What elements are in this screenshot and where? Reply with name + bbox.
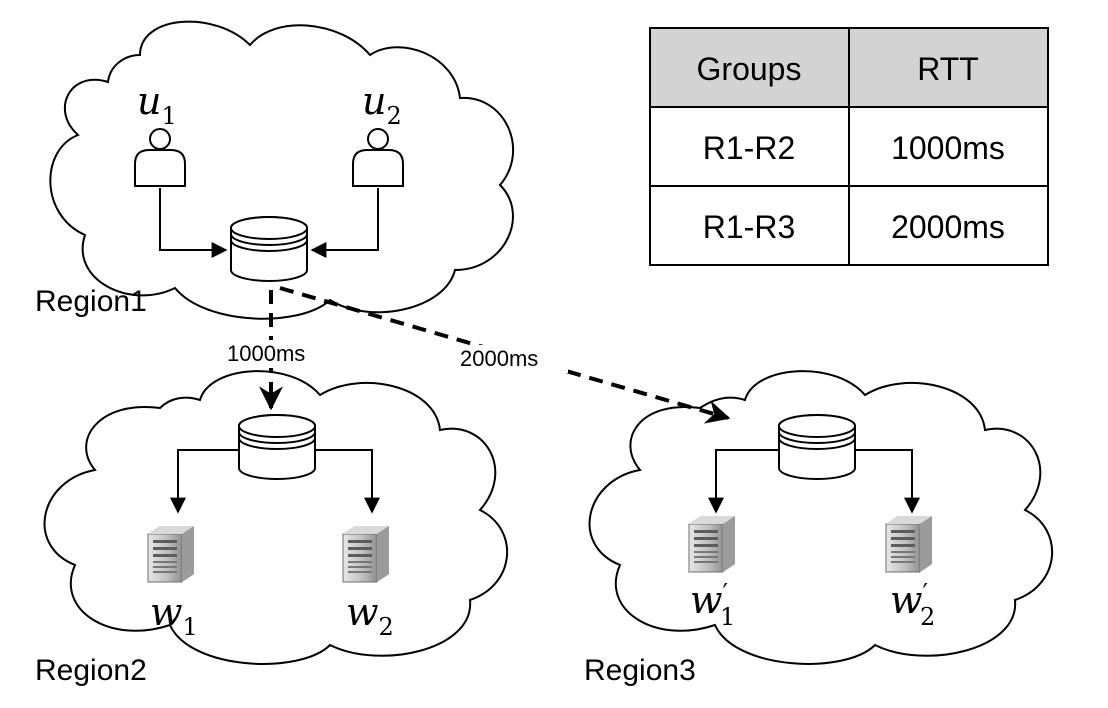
- table-header-rtt: RTT: [917, 51, 979, 87]
- server-w1-prime-symbol: w′1: [690, 578, 735, 631]
- region1-cloud: [49, 20, 515, 320]
- region1-label: Region1: [35, 285, 147, 318]
- server-icon: [147, 525, 195, 583]
- table-header-groups: Groups: [697, 51, 802, 87]
- r1-r2-latency: 1000ms: [227, 341, 305, 366]
- region2-cloud: [43, 370, 509, 665]
- table-cell: 1000ms: [891, 130, 1005, 166]
- server-w2-prime-symbol: w′2: [890, 578, 935, 631]
- database-icon: [230, 216, 308, 282]
- table-cell: 2000ms: [891, 209, 1005, 245]
- server-w1-symbol: w1: [150, 590, 198, 641]
- db-to-server-arrow: [315, 449, 380, 514]
- table-cell: R1-R3: [703, 209, 795, 245]
- user-1-symbol: u1: [137, 79, 177, 130]
- user2-to-db-arrow: [310, 188, 379, 258]
- db-to-server-arrow: [708, 449, 779, 514]
- rtt-table: Groups RTT R1-R2 1000ms R1-R3 2000ms: [649, 27, 1049, 266]
- server-icon: [885, 515, 933, 573]
- user-2-symbol: u2: [362, 79, 402, 130]
- region3-cloud: [588, 370, 1054, 665]
- server-icon: [342, 525, 390, 583]
- region2-label: Region2: [35, 654, 147, 687]
- table-cell: R1-R2: [703, 130, 795, 166]
- db-to-server-arrow: [170, 449, 239, 514]
- r1-r3-latency: 2000ms: [460, 346, 538, 371]
- database-icon: [238, 414, 316, 480]
- db-to-server-arrow: [855, 449, 920, 514]
- database-icon: [778, 414, 856, 480]
- server-w2-symbol: w2: [346, 590, 394, 641]
- user1-to-db-arrow: [159, 188, 228, 258]
- server-icon: [688, 515, 736, 573]
- region3-label: Region3: [584, 654, 696, 687]
